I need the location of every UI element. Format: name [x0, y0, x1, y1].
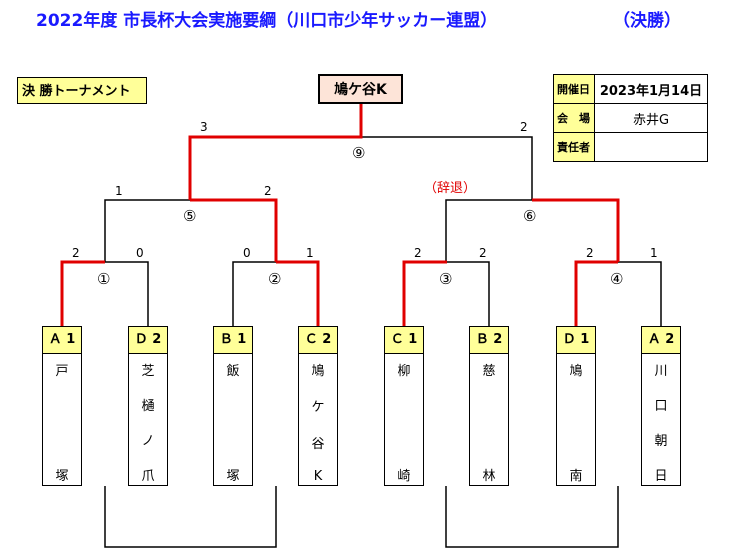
score-m2-right: 1	[306, 246, 314, 260]
match-no-9: ⑨	[352, 144, 366, 162]
title-tag: （決勝）	[613, 11, 681, 31]
team-name: 柳 崎	[397, 364, 411, 484]
team-card: Ａ 2 川 口 朝 日	[641, 326, 681, 486]
match-no-6: ⑥	[523, 207, 537, 225]
team-name: 鳩 ケ 谷 K	[311, 364, 325, 484]
team-seed: Ａ 1	[43, 327, 81, 354]
info-value: 赤井G	[594, 103, 708, 133]
team-card: Ｂ 1 飯 塚	[213, 326, 253, 486]
score-m3-left: 2	[414, 246, 422, 260]
team-seed: Ｂ 1	[214, 327, 252, 354]
page-title: 2022年度 市長杯大会実施要綱（川口市少年サッカー連盟）	[36, 11, 498, 31]
team-seed: Ｃ 1	[385, 327, 423, 354]
score-m9-left: 3	[200, 120, 208, 134]
team-card: Ａ 1 戸 塚	[42, 326, 82, 486]
info-key: 開催日	[553, 74, 595, 104]
team-seed: Ｃ 2	[299, 327, 337, 354]
score-m2-left: 0	[243, 246, 251, 260]
champion-box: 鳩ケ谷K	[318, 74, 403, 104]
info-key: 会 場	[553, 103, 595, 133]
team-name: 慈 林	[482, 364, 496, 484]
score-m5-right: 2	[264, 184, 272, 198]
team-seed: Ａ 2	[642, 327, 680, 354]
info-table: 開催日 2023年1月14日 会 場 赤井G 責任者	[553, 74, 708, 162]
team-name: 飯 塚	[226, 364, 240, 484]
score-m4-left: 2	[586, 246, 594, 260]
match-no-3: ③	[439, 270, 453, 288]
info-key: 責任者	[553, 132, 595, 162]
info-row-manager: 責任者	[553, 132, 708, 162]
team-seed: Ｄ 1	[557, 327, 595, 354]
team-card: Ｄ 1 鳩 南	[556, 326, 596, 486]
match-no-5: ⑤	[183, 207, 197, 225]
info-value	[594, 132, 708, 162]
info-row-venue: 会 場 赤井G	[553, 103, 708, 133]
team-name: 戸 塚	[55, 364, 69, 484]
info-row-date: 開催日 2023年1月14日	[553, 74, 708, 104]
team-card: Ｂ 2 慈 林	[469, 326, 509, 486]
score-m4-right: 1	[650, 246, 658, 260]
score-m9-right: 2	[520, 120, 528, 134]
score-m1-right: 0	[136, 246, 144, 260]
score-m5-left: 1	[115, 184, 123, 198]
team-card: Ｃ 2 鳩 ケ 谷 K	[298, 326, 338, 486]
withdrawal-note: （辞退）	[424, 181, 477, 196]
team-name: 鳩 南	[569, 364, 583, 484]
match-no-1: ①	[97, 270, 111, 288]
match-no-2: ②	[268, 270, 282, 288]
team-name: 芝 樋 ノ 爪	[141, 364, 155, 484]
score-m1-left: 2	[72, 246, 80, 260]
team-card: Ｃ 1 柳 崎	[384, 326, 424, 486]
team-seed: Ｄ 2	[129, 327, 167, 354]
score-m3-right: 2	[479, 246, 487, 260]
team-name: 川 口 朝 日	[654, 364, 668, 484]
info-value: 2023年1月14日	[594, 74, 708, 104]
team-card: Ｄ 2 芝 樋 ノ 爪	[128, 326, 168, 486]
section-label: 決 勝トーナメント	[17, 77, 147, 104]
team-seed: Ｂ 2	[470, 327, 508, 354]
match-no-4: ④	[610, 270, 624, 288]
